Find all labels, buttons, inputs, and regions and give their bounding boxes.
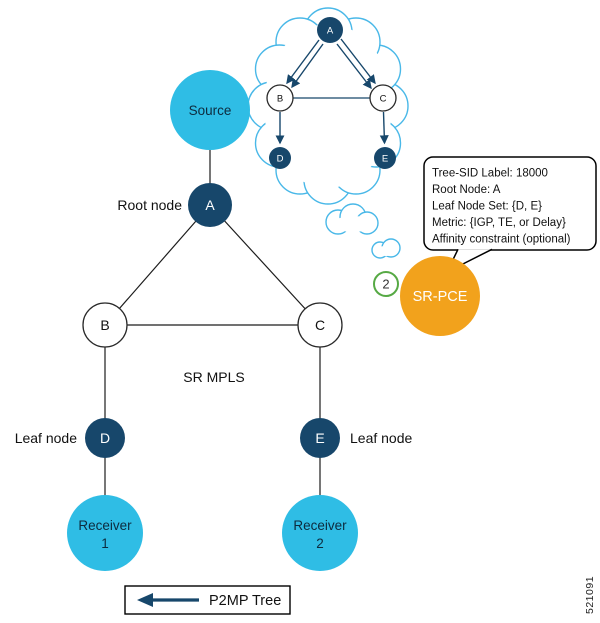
root-node-caption: Root node [117,197,182,213]
callout-line-2: Root Node: A [432,184,501,196]
callout-line-3: Leaf Node Set: {D, E} [432,201,542,213]
cloud-arrow-a-b-1 [291,43,324,89]
leaf-node-caption-right: Leaf node [350,430,412,446]
cloud-fill [264,24,392,188]
main-tree-nodes: Source A Root node B C SR MPLS D Leaf no… [15,70,412,571]
cloud-node-a [317,17,343,43]
root-node-label: A [205,197,215,213]
node-b [82,302,128,348]
leaf-node-d-label: D [100,430,110,446]
figure-id: 521091 [584,576,596,614]
cloud-arrow-a-c-2 [336,43,372,90]
sr-pce-label: SR-PCE [413,289,468,305]
receiver-1-node [67,495,143,571]
legend: P2MP Tree [124,585,291,615]
link-a-c [209,204,321,326]
cloud-arrow-c-e [379,111,389,145]
receiver-2-node [282,495,358,571]
p2mp-arrow-icon [137,593,153,607]
legend-label: P2MP Tree [209,593,281,609]
source-node [170,70,250,150]
cloud-inset-tree: A B C D E [266,17,397,169]
receiver-1-label-line1: Receiver [78,518,132,533]
root-node [188,183,232,227]
leaf-node-d [85,418,125,458]
leaf-node-e [300,418,340,458]
cloud-node-d [269,147,291,169]
cloud-node-d-label: D [277,154,284,165]
link-a-b [104,204,211,326]
cloud-arrow-a-c-1 [340,38,376,85]
cloud-trail [325,203,401,259]
step-2-badge [373,271,399,297]
node-c-label: C [315,317,325,333]
receiver-2-label-line1: Receiver [293,518,347,533]
sr-pce-node [400,256,480,336]
callout-line-5: Affinity constraint (optional) [432,234,571,246]
fabric-label: SR MPLS [183,369,244,385]
node-b-label: B [100,317,109,333]
callout-line-1: Tree-SID Label: 18000 [432,168,548,180]
node-c [297,302,343,348]
tree-sid-callout: Tree-SID Label: 18000 Root Node: A Leaf … [423,156,597,274]
callout-box [423,156,597,251]
receiver-2-label-line2: 2 [316,536,324,551]
cloud-node-e [374,147,396,169]
step-2-badge-label: 2 [382,277,389,292]
cloud-node-c [369,84,397,112]
cloud-node-e-label: E [382,154,388,165]
source-label: Source [189,103,232,118]
leaf-node-caption-left: Leaf node [15,430,77,446]
leaf-node-e-label: E [315,430,324,446]
controller-group: 2 SR-PCE [373,256,480,336]
callout-line-4: Metric: {IGP, TE, or Delay} [432,217,566,229]
cloud-node-c-label: C [380,94,387,105]
cloud-node-b [266,84,294,112]
cloud-node-a-label: A [327,26,334,37]
cloud-node-b-label: B [277,94,283,105]
cloud-arrow-a-b-2 [286,39,320,85]
receiver-1-label-line2: 1 [101,536,109,551]
